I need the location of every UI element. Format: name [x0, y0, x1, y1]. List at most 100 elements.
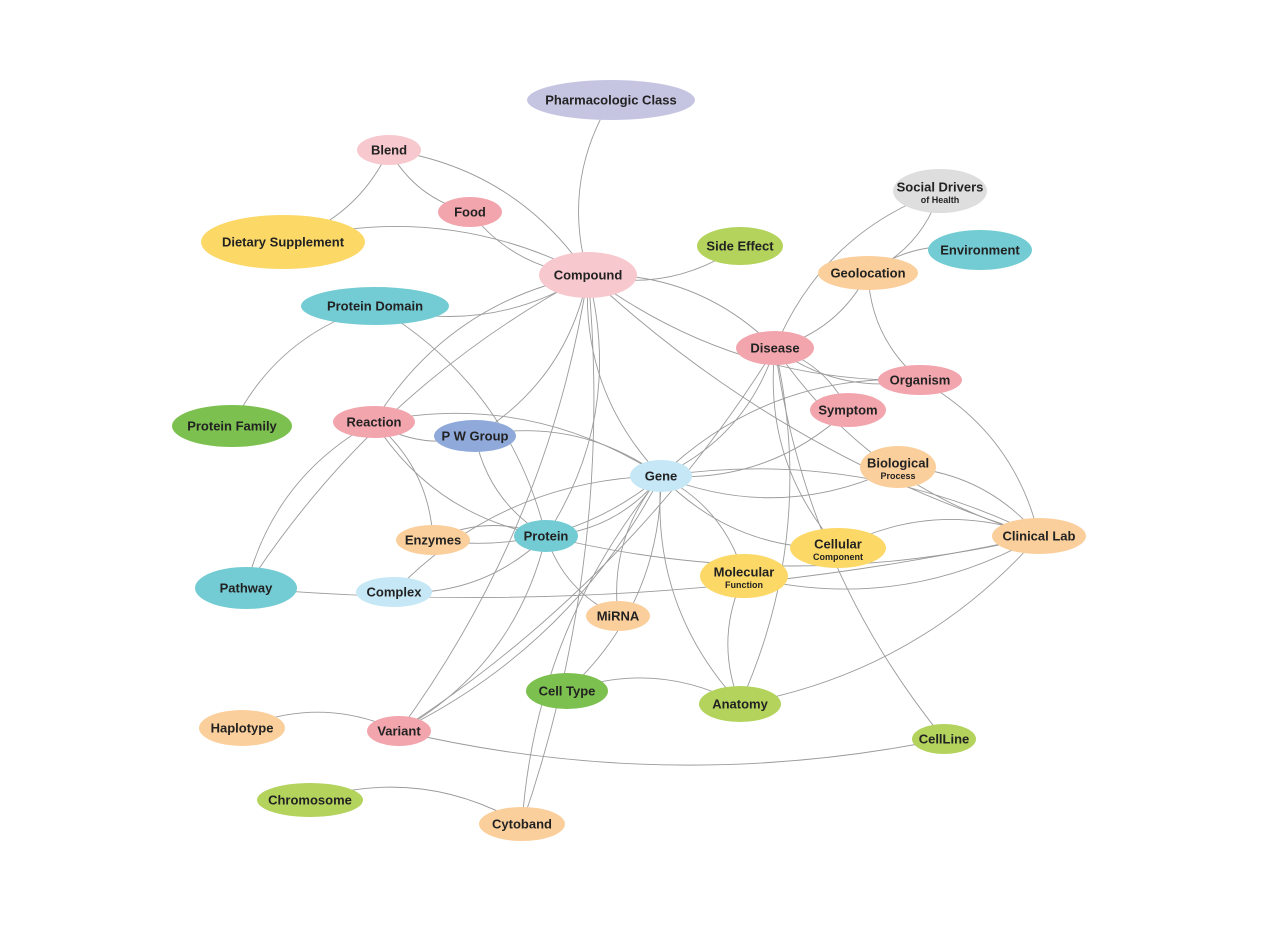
node-blend-ellipse: [357, 135, 421, 165]
node-haplotype: Haplotype: [199, 710, 285, 746]
node-biological-process-ellipse: [860, 446, 936, 488]
node-cell-type-label: Cell Type: [539, 684, 596, 699]
node-cellular-component-ellipse: [790, 528, 886, 568]
edge-protein-variant: [398, 535, 547, 732]
node-gene: Gene: [630, 460, 692, 492]
node-food: Food: [438, 197, 502, 227]
node-protein-domain: Protein Domain: [301, 287, 449, 325]
edge-gene-anatomy: [659, 475, 741, 705]
edge-gene-clinical-lab: [660, 468, 1040, 537]
node-anatomy-label: Anatomy: [712, 697, 768, 712]
node-gene-ellipse: [630, 460, 692, 492]
node-compound: Compound: [539, 252, 637, 298]
node-social-drivers-label: Social Drivers: [897, 180, 984, 195]
node-symptom-label: Symptom: [818, 403, 877, 418]
node-haplotype-ellipse: [199, 710, 285, 746]
node-symptom-ellipse: [810, 393, 886, 427]
node-chromosome-ellipse: [257, 783, 363, 817]
node-pharmacologic-class-label: Pharmacologic Class: [545, 93, 677, 108]
node-food-ellipse: [438, 197, 502, 227]
node-anatomy: Anatomy: [699, 686, 781, 722]
edge-disease-variant: [398, 347, 776, 732]
node-geolocation-ellipse: [818, 256, 918, 290]
node-pw-group: P W Group: [434, 420, 516, 452]
node-cell-type-ellipse: [526, 673, 608, 709]
node-gene-label: Gene: [645, 469, 678, 484]
node-complex-label: Complex: [367, 585, 423, 600]
node-cellular-component-label: Cellular: [814, 537, 862, 552]
node-mirna: MiRNA: [586, 601, 650, 631]
edge-gene-variant: [398, 475, 662, 732]
node-clinical-lab-ellipse: [992, 518, 1086, 554]
node-chromosome-label: Chromosome: [268, 793, 352, 808]
node-protein: Protein: [514, 520, 578, 552]
node-dietary-supplement-label: Dietary Supplement: [222, 235, 345, 250]
node-cytoband: Cytoband: [479, 807, 565, 841]
node-side-effect-ellipse: [697, 227, 783, 265]
node-mirna-ellipse: [586, 601, 650, 631]
node-variant-ellipse: [367, 716, 431, 746]
node-clinical-lab: Clinical Lab: [992, 518, 1086, 554]
edge-protein-domain-protein: [374, 305, 547, 537]
edge-gene-complex: [393, 475, 662, 593]
node-dietary-supplement: Dietary Supplement: [201, 215, 365, 269]
edge-compound-organism: [587, 274, 921, 381]
node-protein-family-ellipse: [172, 405, 292, 447]
node-compound-label: Compound: [554, 268, 623, 283]
edge-disease-anatomy: [739, 347, 791, 705]
node-enzymes: Enzymes: [396, 525, 470, 555]
edge-variant-cellline: [398, 730, 945, 766]
node-social-drivers-ellipse: [893, 169, 987, 213]
node-protein-label: Protein: [524, 529, 569, 544]
node-complex: Complex: [356, 577, 432, 607]
node-dietary-supplement-ellipse: [201, 215, 365, 269]
node-protein-ellipse: [514, 520, 578, 552]
node-side-effect-label: Side Effect: [706, 239, 774, 254]
node-environment-label: Environment: [940, 243, 1020, 258]
node-biological-process-sublabel: Process: [880, 471, 915, 481]
node-reaction-ellipse: [333, 406, 415, 438]
node-geolocation-label: Geolocation: [830, 266, 905, 281]
edge-gene-mirna: [616, 475, 662, 617]
node-pathway-ellipse: [195, 567, 297, 609]
node-organism-ellipse: [878, 365, 962, 395]
node-anatomy-ellipse: [699, 686, 781, 722]
node-biological-process-label: Biological: [867, 456, 929, 471]
edge-clinical-lab-anatomy: [739, 535, 1040, 705]
edge-reaction-gene: [373, 412, 662, 477]
node-social-drivers-sublabel: of Health: [921, 195, 960, 205]
node-pathway-label: Pathway: [220, 581, 274, 596]
node-enzymes-ellipse: [396, 525, 470, 555]
edge-compound-cytoband: [521, 274, 595, 825]
edge-blend-compound: [388, 149, 589, 276]
node-geolocation: Geolocation: [818, 256, 918, 290]
node-cellline-label: CellLine: [919, 732, 970, 747]
node-protein-domain-label: Protein Domain: [327, 299, 423, 314]
node-pw-group-ellipse: [434, 420, 516, 452]
node-food-label: Food: [454, 205, 486, 220]
node-cell-type: Cell Type: [526, 673, 608, 709]
node-variant-label: Variant: [377, 724, 421, 739]
edge-compound-variant: [398, 274, 589, 732]
edge-compound-pw-group: [474, 274, 589, 437]
node-pathway: Pathway: [195, 567, 297, 609]
node-protein-family: Protein Family: [172, 405, 292, 447]
node-compound-ellipse: [539, 252, 637, 298]
node-organism: Organism: [878, 365, 962, 395]
edge-gene-cytoband: [521, 475, 662, 825]
edge-disease-cellular-component: [772, 347, 839, 549]
node-disease-label: Disease: [750, 341, 799, 356]
node-disease-ellipse: [736, 331, 814, 365]
node-cellular-component-sublabel: Component: [813, 552, 863, 562]
node-pw-group-label: P W Group: [442, 429, 509, 444]
node-organism-label: Organism: [890, 373, 951, 388]
node-enzymes-label: Enzymes: [405, 533, 461, 548]
node-pharmacologic-class-ellipse: [527, 80, 695, 120]
node-molecular-function-ellipse: [700, 554, 788, 598]
node-environment-ellipse: [928, 230, 1032, 270]
edge-compound-gene: [586, 274, 662, 477]
node-reaction-label: Reaction: [347, 415, 402, 430]
